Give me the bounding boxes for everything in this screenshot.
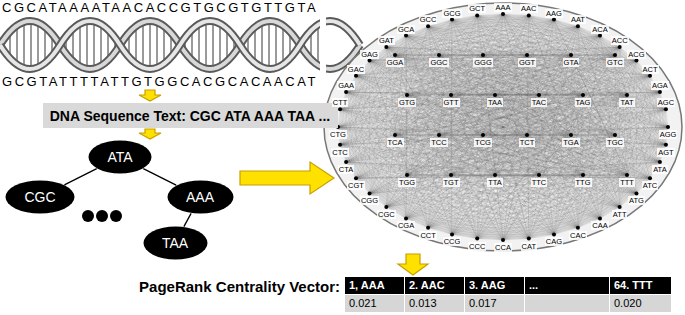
network-line [483, 135, 627, 175]
network-line [346, 92, 627, 175]
network-line [407, 55, 483, 95]
dot [96, 210, 108, 222]
network-line [483, 135, 615, 136]
network-line [452, 175, 583, 234]
network-line [386, 47, 451, 95]
network-line [395, 55, 396, 135]
dna-helix [0, 10, 360, 80]
network-line [386, 47, 407, 175]
network-line [483, 55, 627, 95]
network-line [627, 95, 628, 175]
network-line [370, 175, 583, 193]
network-line [483, 55, 615, 56]
network-line [370, 175, 627, 193]
network-line [395, 55, 407, 175]
network-line [428, 26, 451, 95]
helix-strand-highlight [0, 21, 360, 69]
network-line [395, 135, 495, 175]
network-line [386, 175, 627, 207]
network-line [554, 175, 627, 234]
network-line [451, 55, 615, 95]
network-line [395, 55, 627, 175]
network-line [406, 175, 627, 218]
network-line [395, 135, 627, 175]
flow-arrow [139, 129, 161, 139]
network-line [386, 175, 583, 207]
network-line [407, 95, 627, 175]
network-line [395, 55, 615, 56]
network-line [578, 95, 627, 228]
network-line [395, 95, 627, 135]
network-line [407, 55, 527, 95]
network-line [477, 15, 615, 55]
network-line [477, 175, 583, 239]
helix-strand [0, 21, 360, 69]
network-line [495, 95, 627, 96]
helix-strand-highlight [0, 21, 360, 69]
network-line [346, 47, 620, 162]
network-line [627, 95, 650, 178]
network-line [407, 135, 483, 175]
network-line [483, 95, 627, 135]
network-lines [338, 14, 668, 240]
network-line [428, 175, 539, 228]
flow-arrow [139, 90, 161, 101]
network-line [539, 55, 615, 95]
helix-strand [0, 21, 360, 69]
network-line [356, 76, 407, 175]
network-line [406, 175, 583, 218]
network-line [583, 95, 627, 96]
network-line [407, 95, 627, 175]
network-line [370, 55, 615, 193]
network-line [407, 55, 571, 95]
network-frame [324, 3, 682, 251]
network-line [407, 95, 627, 96]
network-line [477, 175, 627, 239]
flow-arrow [398, 254, 428, 275]
network-line [395, 135, 615, 136]
network-line [495, 55, 615, 95]
network-line [370, 95, 627, 193]
dot [82, 210, 94, 222]
network-line [571, 55, 615, 56]
ellipsis-dots [82, 210, 122, 222]
network-line [615, 55, 627, 175]
flow-arrow [240, 162, 334, 194]
network-line [428, 175, 583, 228]
network-line [527, 95, 627, 135]
network-line [527, 55, 627, 95]
network-line [452, 20, 615, 55]
dot [110, 210, 122, 222]
helix-crop [320, 10, 326, 80]
network-line [395, 15, 477, 55]
network-line [395, 95, 495, 135]
network-line [407, 55, 615, 95]
network-line [571, 55, 627, 175]
